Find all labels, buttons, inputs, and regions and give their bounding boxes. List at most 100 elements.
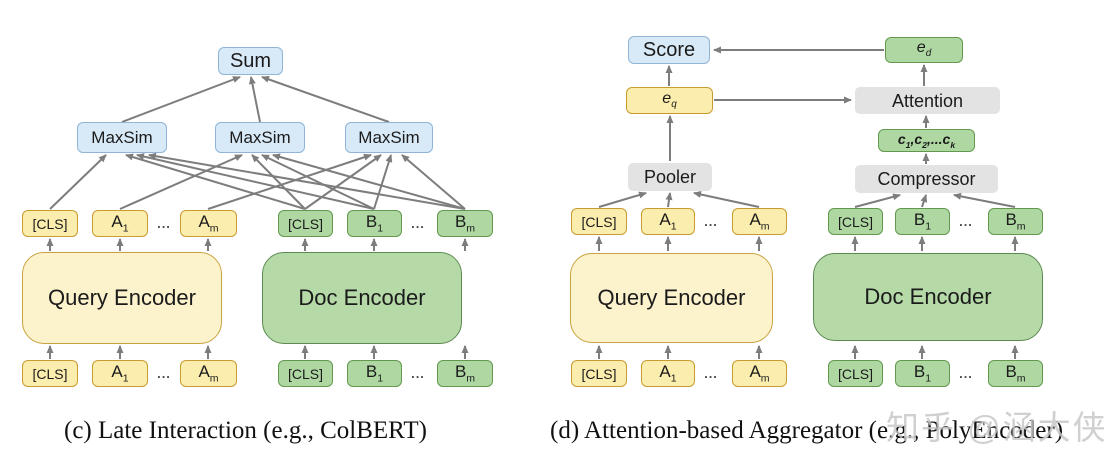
c-query-cls-top: [CLS] bbox=[22, 210, 78, 237]
ed-box-label: ed bbox=[916, 39, 932, 60]
d-query-am-top: Am bbox=[732, 208, 787, 235]
caption-late-interaction: (c) Late Interaction (e.g., ColBERT) bbox=[64, 417, 427, 444]
c-doc-cls-bottom-label: [CLS] bbox=[287, 365, 323, 382]
arrow-39 bbox=[953, 192, 1016, 208]
c-doc-b1-top-label: B1 bbox=[365, 212, 384, 235]
arrow-9 bbox=[136, 153, 375, 210]
score-box: Score bbox=[628, 36, 710, 64]
d-query-a1-bottom-label: A1 bbox=[659, 362, 677, 385]
d-query-encoder: Query Encoder bbox=[570, 253, 773, 343]
d-query-am-bottom-label: Am bbox=[749, 362, 770, 385]
c-query-dots-bottom: ... bbox=[150, 360, 178, 387]
c-doc-b1-bottom: B1 bbox=[347, 360, 402, 387]
d-doc-cls-top-label: [CLS] bbox=[837, 213, 873, 230]
attention-box-label: Attention bbox=[891, 90, 964, 111]
d-query-am-top-label: Am bbox=[749, 210, 770, 233]
arrow-0 bbox=[121, 76, 241, 123]
c-doc-cls-bottom: [CLS] bbox=[278, 360, 333, 387]
d-doc-b1-top: B1 bbox=[895, 208, 950, 235]
c-doc-dots-top: ... bbox=[404, 210, 432, 237]
arrow-34 bbox=[598, 191, 647, 208]
pooler-box: Pooler bbox=[628, 163, 712, 191]
sum-box-label: Sum bbox=[229, 50, 272, 72]
c-query-am-bottom-label: Am bbox=[198, 362, 219, 385]
attention-box: Attention bbox=[855, 87, 1000, 114]
c-doc-cls-top: [CLS] bbox=[278, 210, 333, 237]
d-doc-dots-top-label: ... bbox=[959, 214, 973, 229]
maxsim-1-label: MaxSim bbox=[91, 128, 153, 147]
c-doc-bm-top: Bm bbox=[437, 210, 493, 237]
d-doc-b1-top-label: B1 bbox=[913, 210, 932, 233]
c-query-encoder: Query Encoder bbox=[22, 252, 222, 344]
c-query-am-top-label: Am bbox=[198, 212, 219, 235]
d-query-dots-top: ... bbox=[697, 208, 725, 235]
c-query-a1-top-label: A1 bbox=[111, 212, 129, 235]
eq-box: eq bbox=[626, 87, 713, 114]
c-doc-encoder: Doc Encoder bbox=[262, 252, 462, 344]
c-query-cls-top-label: [CLS] bbox=[32, 215, 68, 232]
d-query-cls-bottom-label: [CLS] bbox=[581, 365, 617, 382]
c-doc-b1-bottom-label: B1 bbox=[365, 362, 384, 385]
d-doc-cls-top: [CLS] bbox=[828, 208, 883, 235]
d-doc-cls-bottom-label: [CLS] bbox=[837, 365, 873, 382]
c-query-a1-top: A1 bbox=[92, 210, 148, 237]
arrow-38 bbox=[920, 194, 928, 208]
c-query-dots-bottom-label: ... bbox=[157, 366, 171, 381]
maxsim-1: MaxSim bbox=[77, 122, 167, 153]
arrow-37 bbox=[854, 193, 901, 208]
d-query-encoder-label: Query Encoder bbox=[597, 285, 746, 310]
c-doc-dots-top-label: ... bbox=[411, 216, 425, 231]
d-doc-b1-bottom: B1 bbox=[895, 360, 950, 387]
d-query-cls-top-label: [CLS] bbox=[581, 213, 617, 230]
c-doc-bm-bottom: Bm bbox=[437, 360, 493, 387]
score-box-label: Score bbox=[642, 39, 696, 61]
arrow-12 bbox=[148, 152, 466, 210]
d-query-dots-bottom-label: ... bbox=[704, 366, 718, 381]
maxsim-3: MaxSim bbox=[345, 122, 433, 153]
arrow-6 bbox=[125, 153, 306, 210]
d-query-dots-bottom: ... bbox=[697, 360, 725, 387]
arrow-4 bbox=[119, 154, 243, 210]
arrow-14 bbox=[401, 154, 466, 210]
c-query-cls-bottom-label: [CLS] bbox=[32, 365, 68, 382]
c-doc-dots-bottom-label: ... bbox=[411, 366, 425, 381]
ed-box: ed bbox=[885, 37, 963, 63]
codes-box: c1,c2,...ck bbox=[878, 129, 975, 152]
c-query-a1-bottom-label: A1 bbox=[111, 362, 129, 385]
c-doc-encoder-label: Doc Encoder bbox=[298, 285, 426, 310]
c-query-am-bottom: Am bbox=[180, 360, 237, 387]
d-query-cls-bottom: [CLS] bbox=[571, 360, 627, 387]
c-doc-b1-top: B1 bbox=[347, 210, 402, 237]
c-doc-cls-top-label: [CLS] bbox=[287, 215, 323, 232]
arrow-13 bbox=[272, 153, 466, 210]
d-doc-encoder: Doc Encoder bbox=[813, 253, 1043, 341]
c-doc-dots-bottom: ... bbox=[404, 360, 432, 387]
arrow-10 bbox=[261, 154, 375, 210]
compressor-box: Compressor bbox=[855, 165, 998, 193]
d-doc-bm-top: Bm bbox=[988, 208, 1043, 235]
c-doc-bm-bottom-label: Bm bbox=[454, 362, 476, 385]
c-query-a1-bottom: A1 bbox=[92, 360, 148, 387]
d-query-am-bottom: Am bbox=[732, 360, 787, 387]
d-query-dots-top-label: ... bbox=[704, 214, 718, 229]
d-doc-cls-bottom: [CLS] bbox=[828, 360, 883, 387]
maxsim-2: MaxSim bbox=[215, 122, 305, 153]
d-doc-dots-top: ... bbox=[952, 208, 980, 235]
c-query-am-top: Am bbox=[180, 210, 237, 237]
d-query-a1-top-label: A1 bbox=[659, 210, 677, 233]
arrow-1 bbox=[248, 76, 261, 123]
d-doc-b1-bottom-label: B1 bbox=[913, 362, 932, 385]
d-query-cls-top: [CLS] bbox=[571, 208, 627, 235]
arrow-35 bbox=[665, 192, 673, 208]
d-doc-dots-bottom-label: ... bbox=[959, 366, 973, 381]
d-doc-bm-bottom: Bm bbox=[988, 360, 1043, 387]
caption-attention-aggregator: (d) Attention-based Aggregator (e.g., Po… bbox=[550, 417, 1064, 444]
sum-box: Sum bbox=[218, 47, 283, 75]
maxsim-3-label: MaxSim bbox=[358, 128, 420, 147]
pooler-box-label: Pooler bbox=[643, 167, 697, 187]
codes-box-label: c1,c2,...ck bbox=[897, 130, 956, 150]
eq-box-label: eq bbox=[662, 89, 677, 111]
c-doc-bm-top-label: Bm bbox=[454, 212, 476, 235]
d-doc-dots-bottom: ... bbox=[952, 360, 980, 387]
